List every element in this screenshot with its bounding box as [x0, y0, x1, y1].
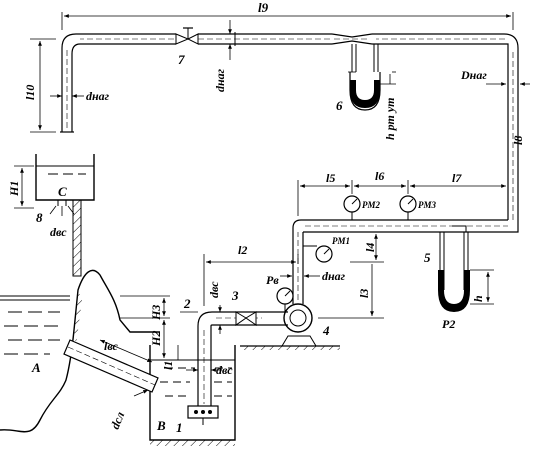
number-4: 4	[322, 323, 330, 338]
number-1: 1	[176, 420, 183, 435]
levels-h2-h3: H3 H2 2	[120, 295, 198, 361]
label-dsl: dсл	[108, 410, 128, 431]
label-dnag-pump: dнаг	[322, 269, 346, 283]
pressure-pipe: 7	[60, 27, 519, 304]
support-column	[72, 199, 82, 277]
number-2: 2	[183, 296, 191, 311]
label-l2: l2	[238, 243, 247, 257]
suction-well-b: B 1	[149, 345, 236, 446]
label-pv: Pв	[266, 273, 279, 287]
pressure-gauge-pm3: PM3	[399, 195, 437, 220]
valve-7-icon	[175, 27, 199, 45]
valve-3-icon	[235, 311, 257, 326]
label-l8: l8	[511, 136, 525, 145]
label-b: B	[156, 418, 166, 433]
label-l1: l1	[161, 361, 175, 370]
label-dvs-pipe: dвс	[50, 225, 67, 239]
label-h2: H2	[149, 331, 163, 347]
number-7: 7	[178, 52, 185, 67]
label-p2: P2	[442, 317, 455, 331]
number-8: 8	[36, 210, 43, 225]
label-l9: l9	[258, 0, 269, 15]
number-5: 5	[424, 250, 431, 265]
label-l4: l4	[363, 243, 377, 252]
label-l7: l7	[452, 171, 462, 185]
number-6: 6	[336, 98, 343, 113]
label-dnag-left: dнаг	[86, 89, 110, 103]
label-dvs-vertical: dвс	[207, 281, 221, 298]
pressure-gauge-pm1: PM1 l4 dнаг	[280, 231, 384, 283]
u-manometer-6: h рт ут 6	[336, 44, 397, 140]
label-a: A	[31, 360, 41, 375]
label-Dnag: Dнаг	[460, 68, 487, 82]
gravity-pipe: lвс dсл	[63, 339, 159, 431]
label-h1: H1	[7, 181, 21, 197]
label-c: C	[58, 184, 67, 199]
label-l6: l6	[375, 169, 384, 183]
pump-4: 4	[240, 303, 340, 350]
label-pm2: PM2	[362, 200, 381, 210]
dimension-l10: l10 dнаг	[23, 38, 110, 133]
label-pm1: PM1	[332, 236, 350, 246]
dimension-l9: l9	[61, 0, 514, 30]
label-hrtut-6: h рт ут	[383, 97, 397, 140]
label-dvs-right: dвс	[216, 363, 233, 377]
label-l5: l5	[326, 171, 335, 185]
pressure-gauge-pm2: PM2	[343, 195, 381, 220]
dnag-right: Dнаг	[460, 68, 530, 86]
tank-c: C 8 dвс H1	[7, 154, 95, 239]
number-3: 3	[231, 288, 239, 303]
dimensions-l2-l3: l2 l3	[203, 243, 384, 319]
label-pm3: PM3	[418, 200, 437, 210]
label-h5: h	[471, 295, 485, 302]
vacuum-gauge-pv: Pв	[266, 273, 294, 312]
label-l3: l3	[357, 289, 371, 298]
label-l10: l10	[23, 85, 37, 100]
label-lvs: lвс	[104, 339, 119, 353]
label-dnag-top: dнаг	[213, 68, 227, 92]
suction-pipe: dвс dвс 3 l1	[161, 281, 262, 406]
label-h3: H3	[149, 305, 163, 321]
dimensions-l5-l7: l5 l6 l7	[297, 169, 509, 216]
u-manometer-5: h 5 P2	[424, 225, 494, 331]
